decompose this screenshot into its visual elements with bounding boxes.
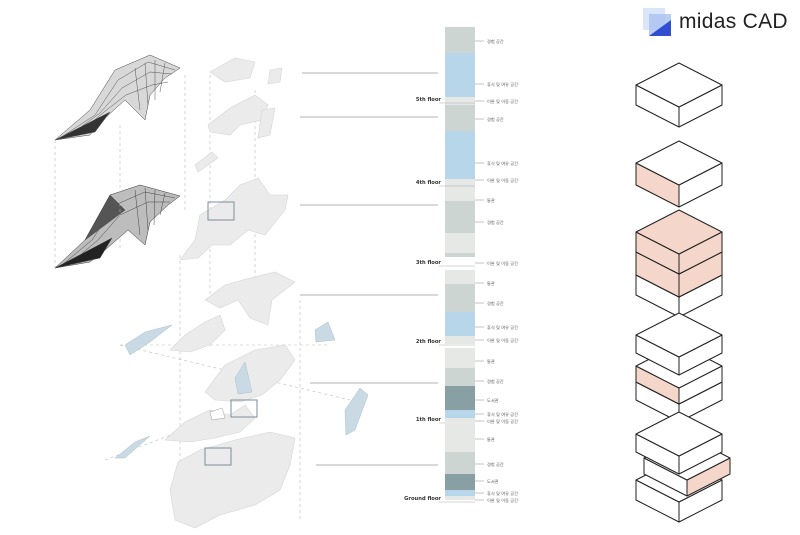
- column-segment: [445, 496, 475, 500]
- blue-plan-pieces: [114, 321, 369, 459]
- column-segment: [445, 368, 475, 386]
- column-segment: [445, 410, 475, 418]
- column-segment: [445, 131, 475, 179]
- column-segment: [445, 312, 475, 336]
- space-label: 통관: [487, 436, 495, 442]
- mesh-form-bottom: [54, 184, 181, 269]
- floor-label: 1th floor: [416, 417, 442, 423]
- column-segment: [445, 179, 475, 182]
- space-label: 이완 및 이동 공간: [487, 337, 518, 344]
- brand-name: midas CAD: [679, 10, 788, 33]
- column-segment: [445, 105, 475, 131]
- space-label: 휴식 및 여유 공간: [487, 81, 518, 88]
- space-label: 경험 공간: [487, 461, 504, 467]
- column-segment: [445, 284, 475, 312]
- column-segment: [445, 474, 475, 490]
- space-label: 이완 및 이동 공간: [487, 260, 518, 267]
- midas-logo-icon: [643, 8, 671, 36]
- space-label: 휴식 및 여유 공간: [487, 411, 518, 418]
- space-label: 경험 공간: [487, 378, 504, 384]
- column-segment: [445, 27, 475, 53]
- space-label: 휴식 및 여유 공간: [487, 160, 518, 167]
- massing-face-top: [635, 411, 723, 457]
- space-label: 경험 공간: [487, 219, 504, 225]
- column-segment: [445, 249, 475, 253]
- space-label: 이완 및 이동 공간: [487, 177, 518, 184]
- massing-face-top: [635, 312, 723, 358]
- column-segment: [445, 340, 475, 344]
- floor-label: Ground floor: [404, 496, 441, 502]
- column-segment: [445, 348, 475, 368]
- space-label: 경험 공간: [487, 38, 504, 44]
- floor-label: 2th floor: [416, 339, 442, 345]
- column-segment: [445, 424, 475, 452]
- detail-boxes: [204, 201, 258, 466]
- column-segment: [445, 201, 475, 233]
- column-segment: [445, 253, 475, 257]
- column-segment: [445, 418, 475, 422]
- column-segment: [445, 336, 475, 340]
- floor-label: 4th floor: [416, 180, 442, 186]
- massing-face-top: [635, 209, 723, 255]
- space-label: 경험 공간: [487, 300, 504, 306]
- column-segment: [445, 270, 475, 284]
- massing-face-top: [635, 62, 723, 108]
- brand-logo: midas CAD: [643, 8, 788, 36]
- space-label: 경험 공간: [487, 116, 504, 122]
- column-segment: [445, 386, 475, 410]
- floor-plans: [164, 57, 296, 529]
- space-label: 통관: [487, 358, 495, 364]
- space-label: 통관: [487, 197, 495, 203]
- column-segment: [445, 182, 475, 187]
- plan-art: [54, 54, 438, 529]
- floor-label: 5th floor: [416, 97, 442, 103]
- massing-face-top: [635, 140, 723, 186]
- massing-boxes: [635, 62, 731, 523]
- column-segment: [445, 233, 475, 249]
- space-label: 도서관: [487, 478, 499, 485]
- space-label: 통관: [487, 280, 495, 286]
- column-segment: [445, 452, 475, 474]
- column-segment: [445, 187, 475, 201]
- space-label: 이완 및 이동 공간: [487, 497, 518, 504]
- space-label: 휴식 및 여유 공간: [487, 324, 518, 331]
- leader-lines: [300, 72, 438, 466]
- space-label: 이완 및 이동 공간: [487, 418, 518, 425]
- mesh-form-top: [54, 54, 181, 141]
- column-segment: [445, 53, 475, 97]
- column-segment: [445, 490, 475, 496]
- space-label: 도서관: [487, 397, 499, 404]
- space-label: 이완 및 이동 공간: [487, 98, 518, 105]
- space-label: 휴식 및 여유 공간: [487, 490, 518, 497]
- floor-label: 3th floor: [416, 260, 442, 266]
- column-segment: [445, 97, 475, 101]
